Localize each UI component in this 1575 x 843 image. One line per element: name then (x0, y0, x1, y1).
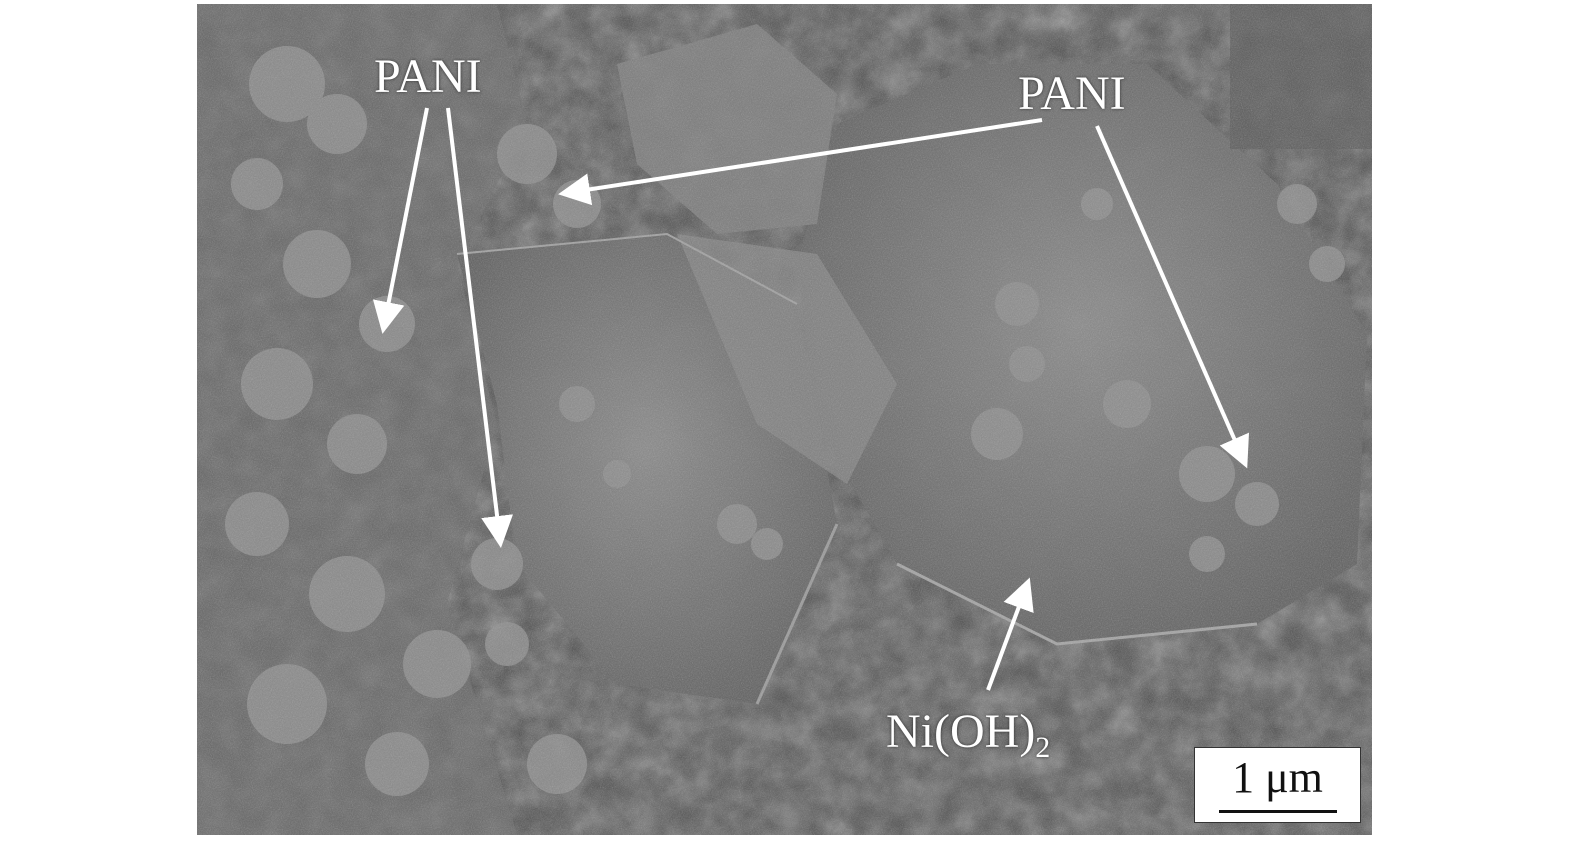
scale-bar: 1 μm (1194, 747, 1361, 823)
label-nioh2-main: Ni(OH) (886, 705, 1036, 758)
label-pani-right: PANI (1018, 67, 1126, 120)
sem-micrograph (197, 4, 1372, 835)
scale-bar-line (1219, 810, 1337, 813)
label-nioh2-subscript: 2 (1035, 731, 1051, 764)
micrograph-texture (197, 4, 1372, 835)
label-nioh2: Ni(OH)2 (886, 705, 1050, 763)
scale-bar-label: 1 μm (1232, 753, 1323, 802)
label-pani-left: PANI (374, 50, 482, 103)
